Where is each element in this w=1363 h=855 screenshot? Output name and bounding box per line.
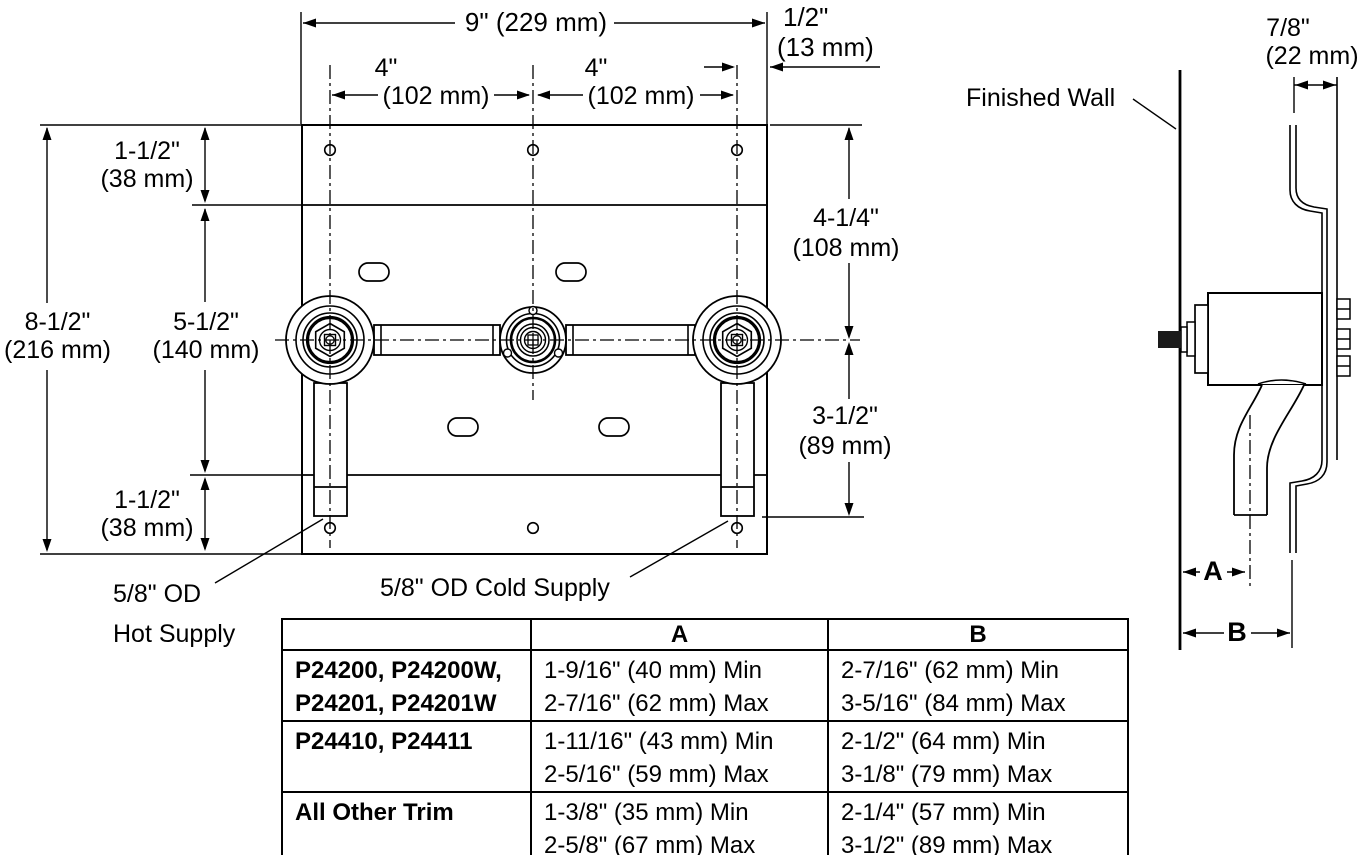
table-header-row: A B [281,618,1129,651]
dim-spacing-right-mm: (102 mm) [587,82,695,110]
dim-total-height: 8-1/2"(216 mm) [4,308,111,364]
side-view [1132,70,1351,650]
valve-body-side [1207,292,1323,386]
col-a-header: A [530,618,829,651]
finished-wall-leader [1132,98,1177,130]
model-header-cell [281,618,532,651]
dim-center-height: 5-1/2"(140 mm) [152,308,260,364]
valve-stem [1158,331,1181,348]
dim-upper-right: 4-1/4"(108 mm) [792,204,900,262]
model-cell: P24410, P24411 [281,720,532,793]
bracket-slot [447,417,479,437]
bracket-slot [598,417,630,437]
bracket-slot [555,262,587,282]
front-dimension-lines [40,12,880,584]
dim-total-width: 9" (229 mm) [464,7,608,37]
bracket-slot [358,262,390,282]
dim-depth-mm: (22 mm) [1265,42,1359,70]
dim-edge-offset-in: 1/2" [783,2,829,32]
dim-spacing-left-in: 4" [374,54,398,82]
dim-spacing-left-mm: (102 mm) [382,82,490,110]
dim-top-margin: 1-1/2"(38 mm) [100,137,194,193]
model-cell: All Other Trim [281,791,532,855]
dim-spacing-right-in: 4" [584,54,608,82]
dim-b-letter: B [1227,617,1247,647]
hot-supply-leader [214,518,324,584]
centerlines [275,65,860,548]
rough-in-dimension-table: A B P24200, P24200W,P24201, P24201W 1-9/… [281,618,1129,855]
col-b-header: B [827,618,1129,651]
finished-wall-label: Finished Wall [966,84,1116,112]
dim-bottom-margin: 1-1/2"(38 mm) [100,486,194,542]
valve-ports [1336,298,1351,377]
mounting-hole [526,521,540,535]
side-arrowheads [1183,80,1336,638]
dim-depth-in: 7/8" [1266,14,1310,42]
dim-lower-right: 3-1/2"(89 mm) [798,402,892,460]
cold-supply-label: 5/8" OD Cold Supply [380,574,610,602]
front-arrowheads [42,18,854,552]
supply-elbow [1233,379,1307,516]
model-cell: P24200, P24200W,P24201, P24201W [281,649,532,722]
dim-a-letter: A [1203,556,1223,586]
dim-edge-offset-mm: (13 mm) [777,32,874,62]
valve-bonnet [1194,304,1209,374]
cold-supply-leader [629,520,729,578]
table-row: P24200, P24200W,P24201, P24201W 1-9/16" … [281,649,1129,722]
